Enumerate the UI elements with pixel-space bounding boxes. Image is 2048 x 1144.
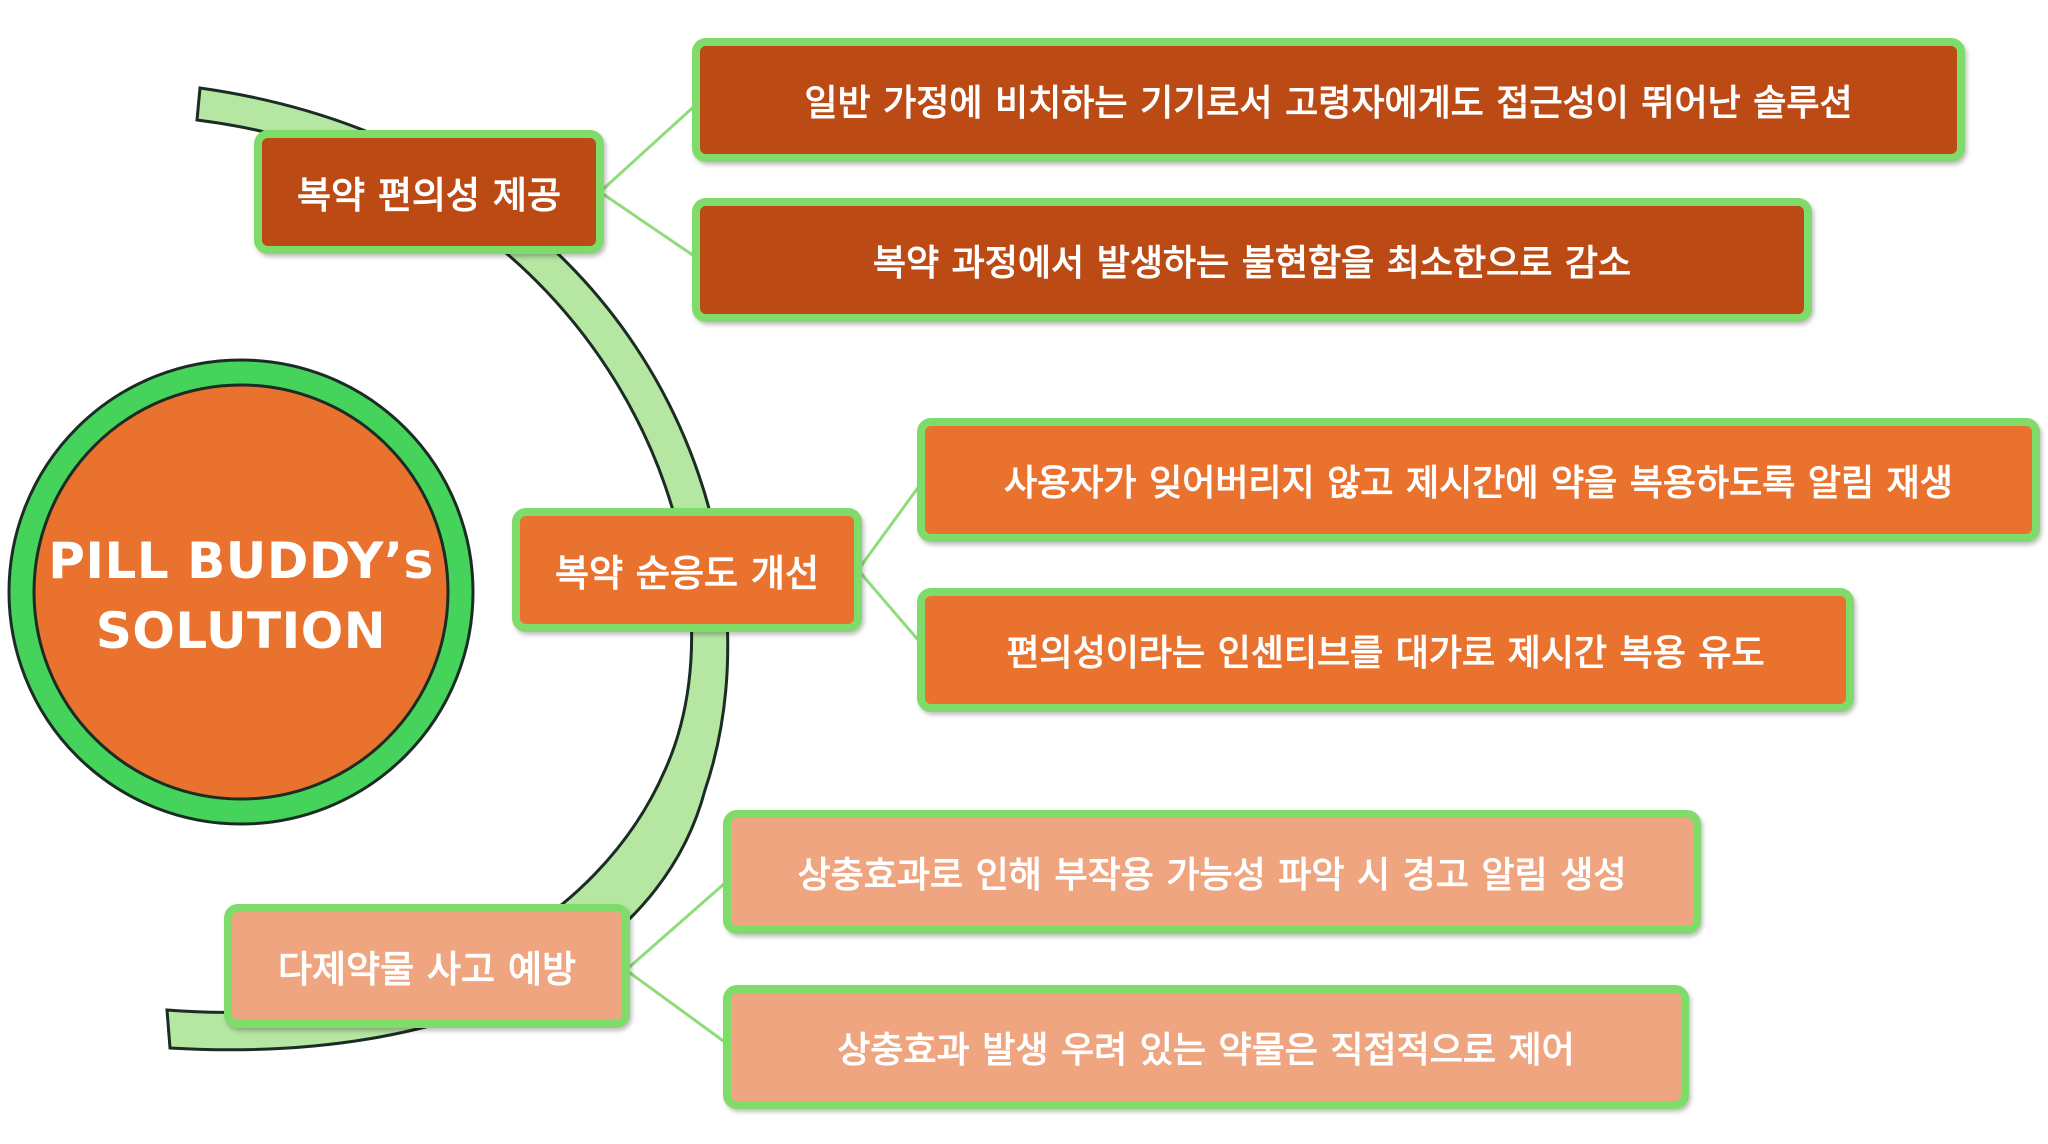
branch-convenience: 복약 편의성 제공	[254, 130, 604, 254]
connector-3a	[625, 874, 734, 972]
center-circle	[32, 383, 450, 801]
connector-2b	[856, 569, 927, 649]
item-adherence-alarm: 사용자가 잊어버리지 않고 제시간에 약을 복용하도록 알림 재생	[917, 418, 2040, 542]
center-title: PILL BUDDY’s SOLUTION	[30, 506, 452, 686]
center-title-line1: PILL BUDDY’s	[48, 532, 434, 590]
connector-3b	[625, 968, 734, 1050]
item-polypharmacy-warning: 상충효과로 인해 부작용 가능성 파악 시 경고 알림 생성	[723, 810, 1701, 934]
connectors	[598, 99, 927, 1050]
connector-2a	[856, 477, 927, 571]
item-polypharmacy-control: 상충효과 발생 우려 있는 약물은 직접적으로 제어	[723, 985, 1689, 1109]
arc-band	[165, 86, 730, 1052]
center-title-line2: SOLUTION	[95, 602, 387, 660]
branch-polypharmacy: 다제약물 사고 예방	[224, 904, 630, 1028]
branch-adherence: 복약 순응도 개선	[512, 508, 862, 632]
connector-1b	[599, 190, 701, 262]
connector-1a	[598, 99, 702, 194]
item-convenience-reduce-discomfort: 복약 과정에서 발생하는 불현함을 최소한으로 감소	[692, 198, 1812, 322]
item-adherence-incentive: 편의성이라는 인센티브를 대가로 제시간 복용 유도	[917, 588, 1854, 712]
item-convenience-accessibility: 일반 가정에 비치하는 기기로서 고령자에게도 접근성이 뛰어난 솔루션	[692, 38, 1965, 162]
